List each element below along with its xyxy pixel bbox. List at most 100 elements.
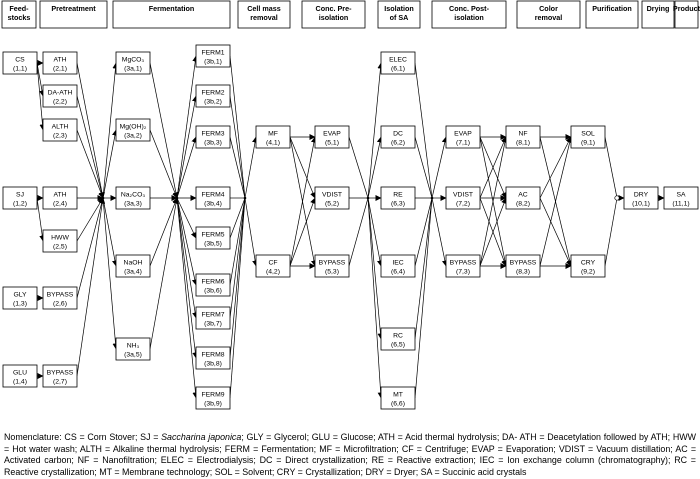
process-node-box: [42, 286, 78, 310]
flow-arrow: [149, 197, 178, 267]
flow-arrow: [229, 136, 246, 199]
process-node-box: [380, 327, 416, 351]
nomenclature-text-italic: Saccharina japonica: [161, 432, 242, 442]
process-node-daath: DA-ATH(2,2): [42, 84, 78, 108]
process-node-label: IEC: [392, 260, 403, 267]
stage-header: Fermentation: [112, 0, 231, 29]
process-node-label: CF: [268, 260, 277, 267]
flow-arrow: [102, 197, 118, 267]
process-node-index: (3a,5): [124, 352, 142, 359]
process-node-label: BYPASS: [319, 260, 346, 267]
process-node-box: [445, 186, 481, 210]
process-node-iec: IEC(6,4): [380, 254, 416, 278]
process-node-index: (8,1): [516, 140, 530, 147]
nomenclature-legend: Nomenclature: CS = Corn Stover; SJ = Sac…: [4, 432, 696, 478]
process-node-box: [195, 44, 231, 68]
stage-header-label: removal: [535, 13, 563, 22]
junction-point: [101, 196, 105, 200]
stage-header: Purification: [585, 0, 639, 29]
process-node-box: [195, 186, 231, 210]
process-node-box: [570, 254, 606, 278]
process-node-label: FERM7: [201, 312, 224, 319]
flow-arrow: [479, 197, 507, 267]
stage-header-label: stocks: [8, 13, 31, 22]
flow-arrow: [176, 197, 198, 286]
process-node-label: SJ: [16, 192, 24, 199]
process-node-label: FERM9: [201, 392, 224, 399]
flow-arrow: [479, 136, 507, 199]
process-node-index: (1,2): [13, 201, 27, 208]
stage-header-label: removal: [250, 13, 278, 22]
process-node-vdist7: VDIST(7,2): [445, 186, 481, 210]
process-node-cf: CF(4,2): [255, 254, 291, 278]
process-node-ferm8: FERM8(3b,8): [195, 346, 231, 370]
process-node-rc: RC(6,5): [380, 327, 416, 351]
stage-header-label: Fermentation: [149, 4, 195, 13]
stage-header-box: [237, 0, 291, 29]
process-node-index: (8,2): [516, 201, 530, 208]
process-node-label: NF: [518, 131, 527, 138]
process-node-index: (3b,3): [204, 140, 222, 147]
process-node-index: (11,1): [672, 201, 689, 208]
junction-point: [243, 196, 247, 200]
process-node-sol: SOL(9,1): [570, 125, 606, 149]
process-node-label: BYPASS: [47, 292, 74, 299]
process-node-index: (3b,4): [204, 201, 222, 208]
process-node-index: (1,3): [13, 301, 27, 308]
process-node-mf: MF(4,1): [255, 125, 291, 149]
process-node-byp53: BYPASS(5,3): [314, 254, 350, 278]
junction-point: [614, 195, 620, 201]
stage-header: Product: [673, 0, 700, 29]
process-connections: [36, 55, 665, 399]
flow-arrow: [367, 197, 384, 399]
junction-point: [430, 196, 434, 200]
flow-arrow: [229, 95, 246, 199]
process-node-box: [314, 186, 350, 210]
stage-header-box: [39, 0, 108, 29]
process-node-box: [2, 51, 38, 75]
process-node-label: MgCO₃: [122, 57, 145, 64]
flow-arrow: [289, 136, 316, 199]
process-node-byp26: BYPASS(2,6): [42, 286, 78, 310]
process-node-box: [42, 51, 78, 75]
junction-point: [175, 196, 179, 200]
process-node-index: (7,3): [456, 269, 470, 276]
process-node-ferm5: FERM5(3b,5): [195, 226, 231, 250]
process-node-evap7: EVAP(7,1): [445, 125, 481, 149]
flow-arrow: [149, 62, 179, 199]
process-node-mgoh: Mg(OH)₂(3a,2): [115, 118, 151, 142]
process-node-box: [314, 125, 350, 149]
process-node-label: HWW: [51, 235, 69, 242]
process-node-index: (2,4): [53, 201, 67, 208]
process-node-ac: AC(8,2): [505, 186, 541, 210]
process-node-index: (5,2): [325, 201, 339, 208]
process-node-index: (6,1): [391, 66, 405, 73]
process-node-ferm3: FERM3(3b,3): [195, 125, 231, 149]
process-node-byp73: BYPASS(7,3): [445, 254, 481, 278]
process-node-box: [2, 286, 38, 310]
process-node-label: BYPASS: [47, 370, 74, 377]
process-node-index: (2,2): [53, 99, 67, 106]
stage-header-label: Conc. Pre-: [316, 4, 353, 13]
flow-arrow: [367, 62, 384, 199]
process-node-box: [623, 186, 659, 210]
flow-arrow: [414, 62, 433, 199]
flow-arrow: [414, 197, 433, 340]
process-node-box: [115, 186, 151, 210]
process-node-mt: MT(6,6): [380, 386, 416, 410]
process-node-index: (4,1): [266, 140, 280, 147]
process-node-index: (7,1): [456, 140, 470, 147]
process-node-label: Mg(OH)₂: [120, 124, 147, 131]
process-node-box: [195, 226, 231, 250]
process-node-evap5: EVAP(5,1): [314, 125, 350, 149]
process-node-ath2: ATH(2,4): [42, 186, 78, 210]
process-node-label: ELEC: [389, 57, 407, 64]
flow-arrow: [539, 197, 572, 267]
process-node-ferm1: FERM1(3b,1): [195, 44, 231, 68]
flow-arrow: [229, 197, 246, 359]
process-node-index: (6,2): [391, 140, 405, 147]
process-node-box: [255, 254, 291, 278]
stage-header: Drying: [641, 0, 675, 29]
